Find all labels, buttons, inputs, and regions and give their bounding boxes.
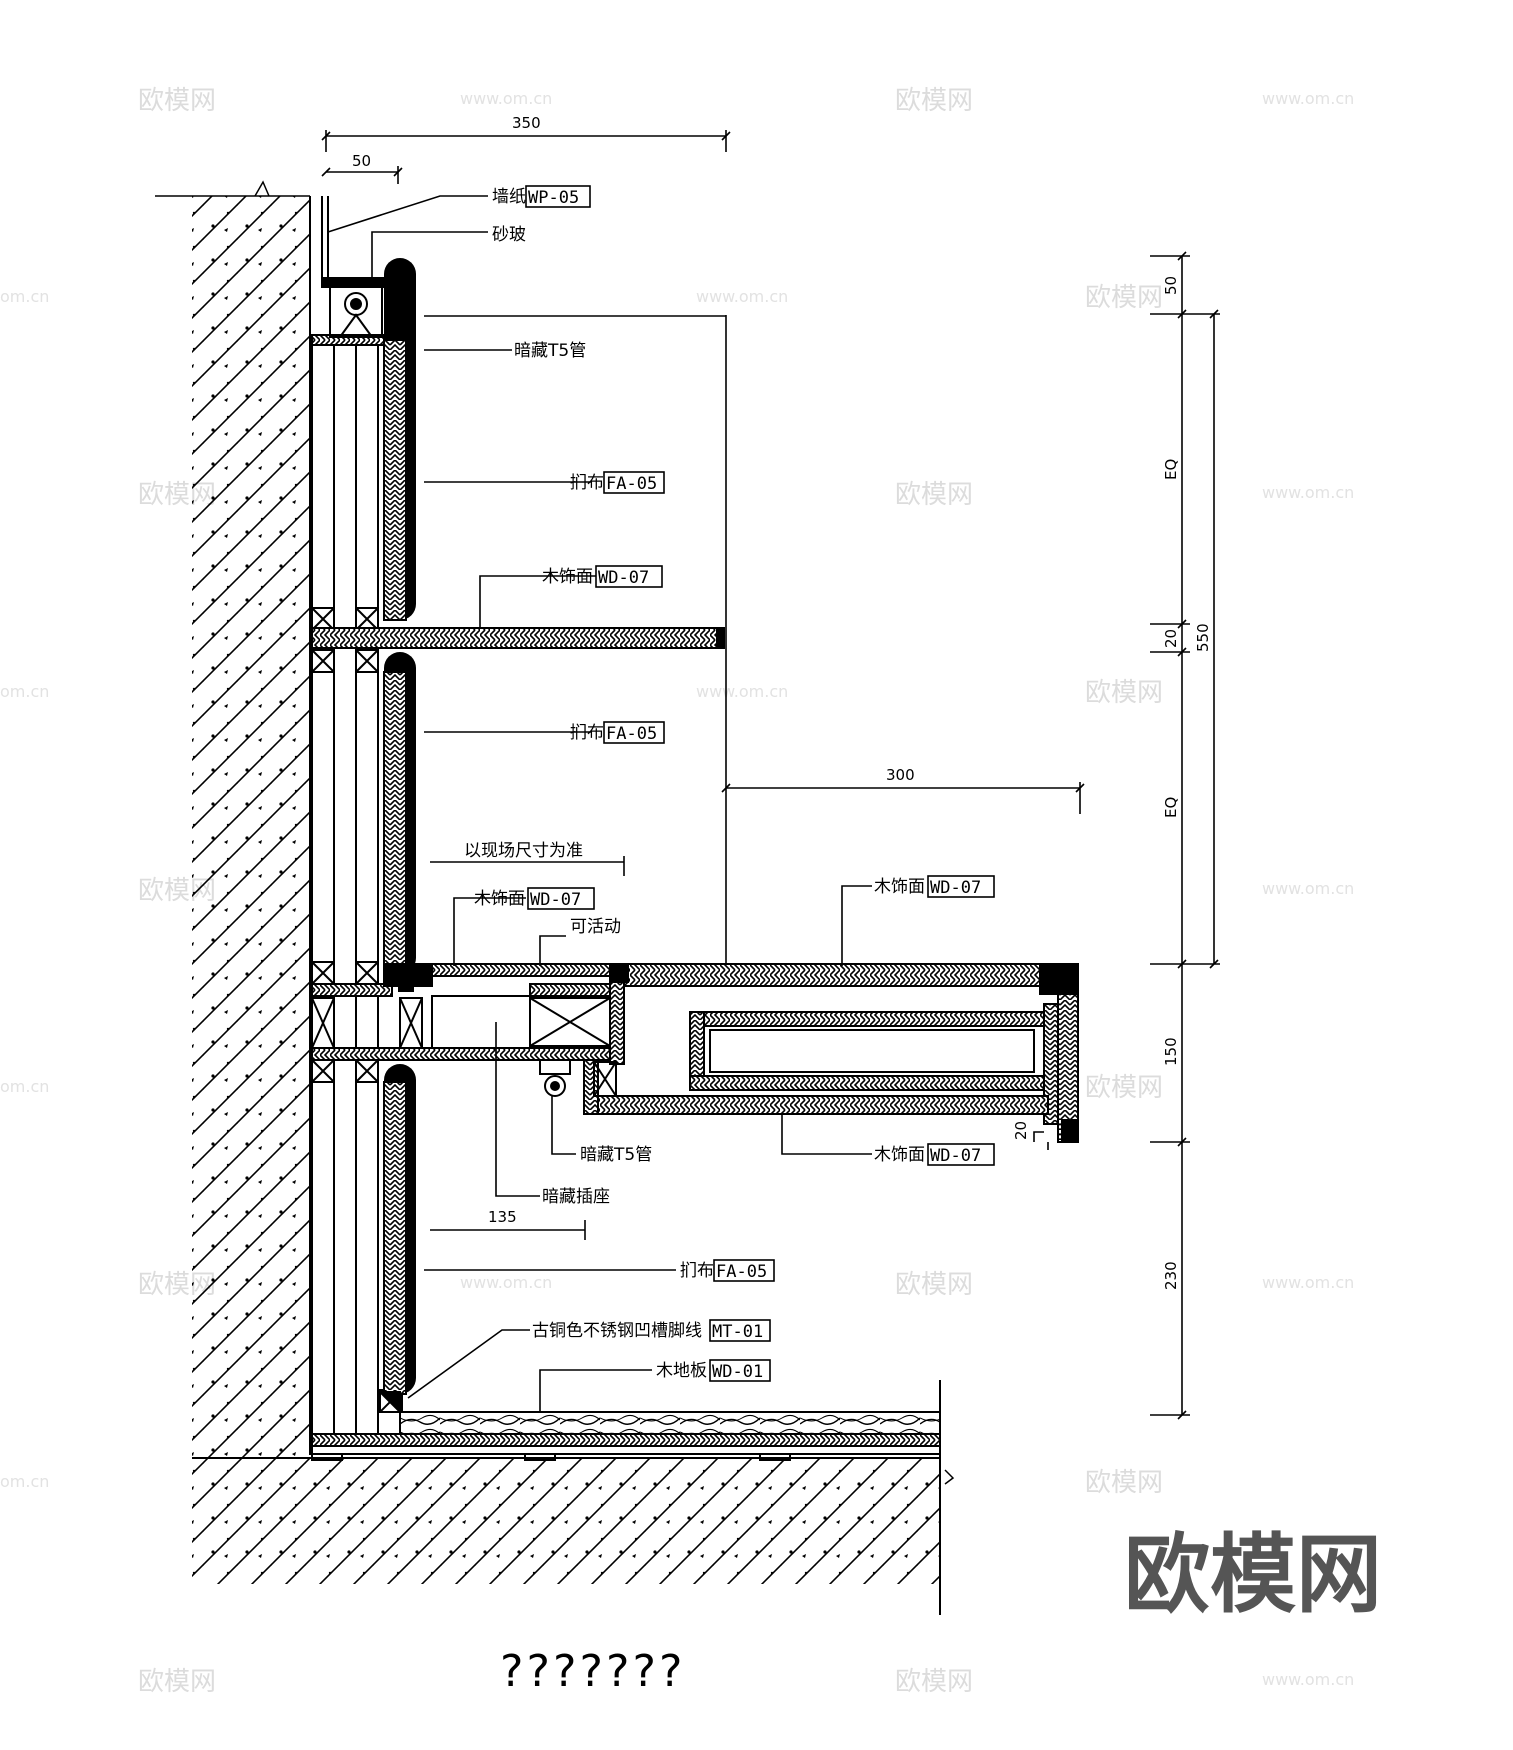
dimension-lines <box>321 130 1220 1420</box>
dimension-text: 350 50 300 135 50 EQ 20 550 EQ 150 230 2… <box>352 114 1212 1290</box>
svg-text:WD-07: WD-07 <box>530 890 581 910</box>
concrete-wall <box>155 180 311 1458</box>
label-wood-finish-2: 木饰面 WD-07 <box>474 887 595 910</box>
watermark-logo: 欧模网 <box>1124 1525 1382 1625</box>
label-wood-finish-3: 木饰面 WD-07 <box>874 875 995 898</box>
fabric-panel-upper <box>383 258 416 621</box>
label-fabric-1: 扪布 FA-05 <box>570 471 665 494</box>
watermark-url: www.om.cn <box>460 1273 552 1292</box>
watermark: 欧模网 <box>895 86 973 116</box>
watermark-url: www.om.cn <box>696 287 788 306</box>
material-labels: 墙纸 WP-05 砂玻 暗藏T5管 扪布 FA-05 木饰面 WD-07 扪布 … <box>464 185 995 1382</box>
dim-eq-upper: EQ <box>1162 459 1180 480</box>
dim-50: 50 <box>352 152 371 170</box>
svg-text:扪布: 扪布 <box>680 1261 714 1281</box>
upper-shelf <box>311 627 725 649</box>
dim-150: 150 <box>1162 1037 1180 1066</box>
watermark: 欧模网 <box>138 1667 216 1697</box>
svg-text:扪布: 扪布 <box>570 473 604 493</box>
watermark-url: om.cn <box>0 287 49 306</box>
floor-slab <box>192 1380 955 1615</box>
watermark-layer: 欧模网 www.om.cn 欧模网 www.om.cn om.cn www.om… <box>0 86 1354 1697</box>
wood-floor <box>311 1391 941 1461</box>
dim-300: 300 <box>886 766 915 784</box>
watermark-url: www.om.cn <box>1262 879 1354 898</box>
watermark-url: www.om.cn <box>696 682 788 701</box>
watermark: 欧模网 <box>895 480 973 510</box>
watermark-url: www.om.cn <box>1262 89 1354 108</box>
label-fabric-2: 扪布 FA-05 <box>570 721 665 744</box>
svg-text:FA-05: FA-05 <box>606 474 657 494</box>
dim-135: 135 <box>488 1208 517 1226</box>
watermark: 欧模网 <box>1085 283 1163 313</box>
dim-350: 350 <box>512 114 541 132</box>
watermark: 欧模网 <box>895 1270 973 1300</box>
dim-20-right: 20 <box>1162 629 1180 648</box>
dim-20-small: 20 <box>1012 1121 1030 1140</box>
leader-lines <box>327 195 1044 1412</box>
watermark-url: www.om.cn <box>460 89 552 108</box>
svg-text:WD-07: WD-07 <box>930 878 981 898</box>
svg-text:古铜色不锈钢凹槽脚线: 古铜色不锈钢凹槽脚线 <box>532 1321 702 1341</box>
label-wallpaper: 墙纸 WP-05 <box>492 185 591 208</box>
dim-550: 550 <box>1194 623 1212 652</box>
watermark: 欧模网 <box>895 1667 973 1697</box>
svg-text:FA-05: FA-05 <box>606 724 657 744</box>
dim-eq-lower: EQ <box>1162 797 1180 818</box>
desk-assembly <box>311 963 1079 1143</box>
dim-230: 230 <box>1162 1261 1180 1290</box>
label-fabric-3: 扪布 FA-05 <box>680 1259 775 1282</box>
watermark: 欧模网 <box>138 86 216 116</box>
watermark: 欧模网 <box>1085 1468 1163 1498</box>
dim-50-right: 50 <box>1162 276 1180 295</box>
svg-text:WP-05: WP-05 <box>528 188 579 208</box>
label-site-dimension: 以现场尺寸为准 <box>464 841 583 861</box>
label-wood-finish-1: 木饰面 WD-07 <box>542 565 663 588</box>
watermark-url: www.om.cn <box>1262 1273 1354 1292</box>
watermark: 欧模网 <box>1085 1073 1163 1103</box>
label-skirting: 古铜色不锈钢凹槽脚线 MT-01 <box>532 1319 771 1342</box>
drawing-title: ??????? <box>498 1646 683 1697</box>
svg-text:FA-05: FA-05 <box>716 1262 767 1282</box>
label-hidden-t5-bottom: 暗藏T5管 <box>580 1145 652 1165</box>
svg-text:扪布: 扪布 <box>570 723 604 743</box>
label-hidden-t5-top: 暗藏T5管 <box>514 341 586 361</box>
label-wood-floor: 木地板 WD-01 <box>656 1359 771 1382</box>
svg-text:WD-01: WD-01 <box>712 1362 763 1382</box>
svg-text:木饰面: 木饰面 <box>874 877 925 897</box>
svg-text:WD-07: WD-07 <box>598 568 649 588</box>
fabric-panel-lower <box>383 1064 416 1395</box>
svg-text:WD-07: WD-07 <box>930 1146 981 1166</box>
watermark-url: om.cn <box>0 1077 49 1096</box>
watermark-url: om.cn <box>0 682 49 701</box>
label-movable: 可活动 <box>570 917 621 937</box>
svg-text:木地板: 木地板 <box>656 1361 707 1381</box>
label-wood-finish-4: 木饰面 WD-07 <box>874 1143 995 1166</box>
fabric-panel-middle <box>383 652 416 975</box>
svg-text:MT-01: MT-01 <box>712 1322 763 1342</box>
label-hidden-socket: 暗藏插座 <box>542 1187 610 1207</box>
svg-text:木饰面: 木饰面 <box>874 1145 925 1165</box>
watermark-url: www.om.cn <box>1262 1670 1354 1689</box>
label-frosted-glass: 砂玻 <box>492 225 526 245</box>
svg-text:墙纸: 墙纸 <box>492 187 526 207</box>
watermark-url: www.om.cn <box>1262 483 1354 502</box>
watermark: 欧模网 <box>1085 678 1163 708</box>
svg-text:木饰面: 木饰面 <box>542 567 593 587</box>
top-cap <box>321 196 393 338</box>
svg-text:木饰面: 木饰面 <box>474 889 525 909</box>
watermark-url: om.cn <box>0 1472 49 1491</box>
